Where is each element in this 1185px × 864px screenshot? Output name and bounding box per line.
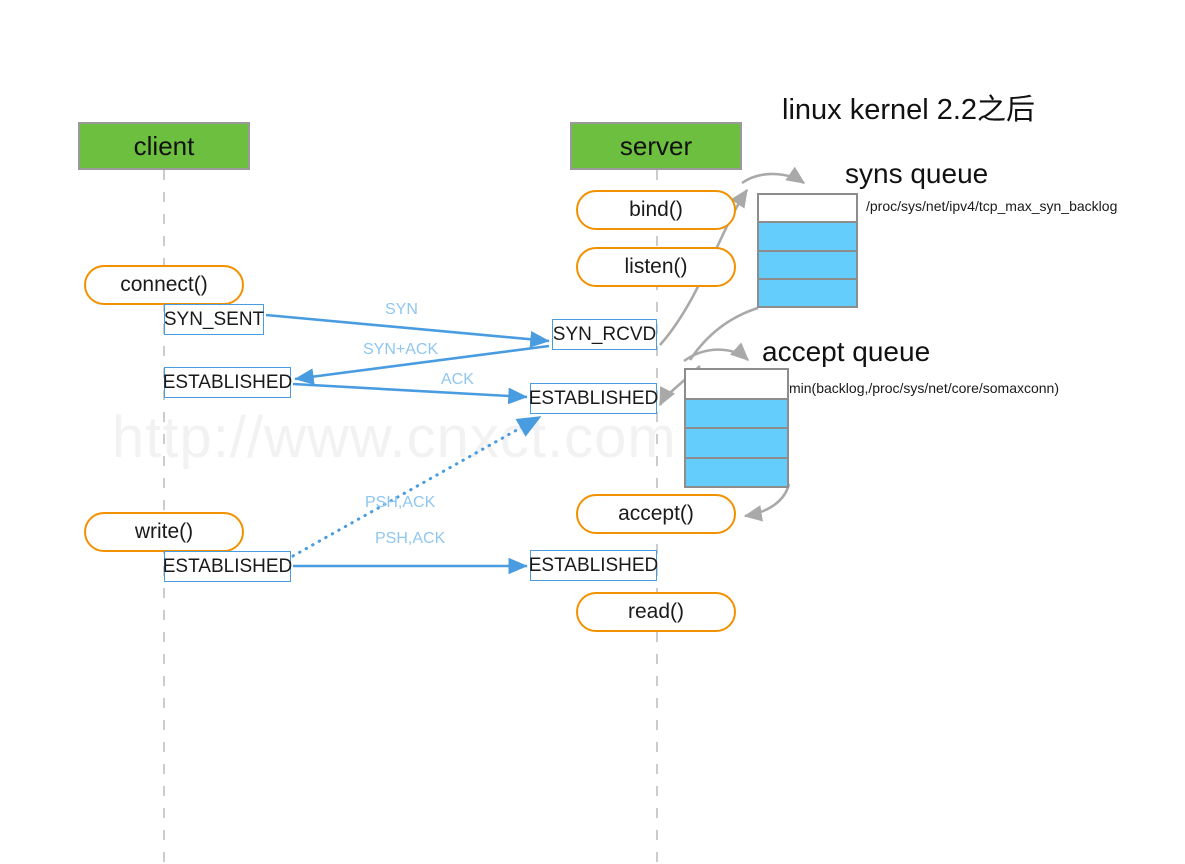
queue-cell-filled bbox=[759, 251, 856, 280]
queue-cell-filled bbox=[686, 458, 787, 486]
syns-queue-annotation: /proc/sys/net/ipv4/tcp_max_syn_backlog bbox=[866, 198, 1118, 214]
actor-server-label: server bbox=[619, 130, 693, 161]
state-label: ESTABLISHED bbox=[162, 555, 293, 577]
queue-cell-empty bbox=[686, 370, 787, 400]
state-label: ESTABLISHED bbox=[528, 387, 659, 409]
call-listen[interactable]: listen() bbox=[576, 247, 736, 287]
syns-queue bbox=[757, 193, 858, 308]
state-label: ESTABLISHED bbox=[162, 371, 293, 393]
call-read-label: read() bbox=[627, 600, 685, 623]
label-msg-syn: SYN bbox=[385, 301, 418, 318]
state-label: SYN_SENT bbox=[163, 308, 265, 330]
kernel-version-note: linux kernel 2.2之后 bbox=[782, 94, 1036, 126]
queue-cell-empty bbox=[759, 195, 856, 224]
state-client-established-2: ESTABLISHED bbox=[162, 551, 293, 582]
call-connect-label: connect() bbox=[120, 273, 208, 296]
call-bind-label: bind() bbox=[629, 198, 683, 221]
state-client-established-1: ESTABLISHED bbox=[162, 367, 293, 398]
actor-server: server bbox=[570, 122, 742, 170]
accept-queue bbox=[684, 368, 789, 488]
call-bind[interactable]: bind() bbox=[576, 190, 736, 230]
call-accept[interactable]: accept() bbox=[576, 494, 736, 534]
curve-accept-queue-hook bbox=[683, 342, 749, 363]
call-listen-label: listen() bbox=[624, 255, 688, 278]
accept-queue-title: accept queue bbox=[762, 336, 931, 367]
curve-acceptqueue-to-accept-call bbox=[743, 483, 791, 522]
curve-syns-to-accept bbox=[688, 306, 759, 361]
call-write[interactable]: write() bbox=[84, 512, 244, 552]
state-label: ESTABLISHED bbox=[528, 554, 659, 576]
queue-cell-filled bbox=[759, 279, 856, 306]
accept-queue-annotation: min(backlog,/proc/sys/net/core/somaxconn… bbox=[789, 380, 1059, 396]
label-msg-psh-ack-solid: PSH,ACK bbox=[375, 530, 446, 547]
queue-cell-filled bbox=[759, 223, 856, 252]
state-label: SYN_RCVD bbox=[552, 323, 657, 345]
label-msg-ack: ACK bbox=[441, 371, 474, 388]
watermark-text: http://www.cnxct.com bbox=[112, 405, 677, 470]
queue-cell-filled bbox=[686, 429, 787, 459]
arrow-ack bbox=[292, 382, 528, 405]
syns-queue-title: syns queue bbox=[845, 158, 989, 189]
state-server-established-1: ESTABLISHED bbox=[528, 383, 659, 414]
call-read[interactable]: read() bbox=[576, 592, 736, 632]
state-client-syn-sent: SYN_SENT bbox=[164, 304, 264, 335]
state-server-established-2: ESTABLISHED bbox=[528, 550, 659, 581]
label-msg-psh-ack-dotted: PSH,ACK bbox=[365, 494, 436, 511]
actor-client: client bbox=[78, 122, 250, 170]
label-msg-syn-ack: SYN+ACK bbox=[363, 341, 439, 358]
call-accept-label: accept() bbox=[618, 502, 694, 525]
call-connect[interactable]: connect() bbox=[84, 265, 244, 305]
call-write-label: write() bbox=[134, 520, 194, 543]
actor-client-label: client bbox=[133, 130, 195, 161]
state-server-syn-rcvd: SYN_RCVD bbox=[552, 319, 657, 350]
curve-syns-queue-hook bbox=[741, 166, 806, 185]
queue-cell-filled bbox=[686, 399, 787, 429]
